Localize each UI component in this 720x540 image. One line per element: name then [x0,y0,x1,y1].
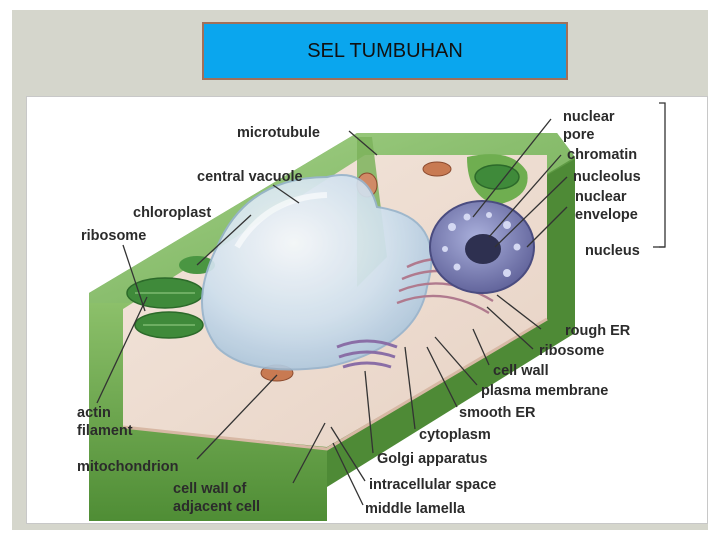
label-actin-line2: filament [77,423,133,439]
label-nuclear-envelope-line2: envelope [575,207,638,223]
nucleus-bracket [659,103,665,247]
label-mitochondrion: mitochondrion [77,459,179,475]
title-box: SEL TUMBUHAN [202,22,568,80]
label-golgi-apparatus: Golgi apparatus [377,451,487,467]
label-cytoplasm: cytoplasm [419,427,491,443]
label-nucleolus: nucleolus [573,169,641,185]
label-rough-er: rough ER [565,323,631,339]
plant-cell-illustration: microtubule central vacuole chloroplast … [27,97,708,524]
label-ribosome-left: ribosome [81,228,146,244]
label-microtubule: microtubule [237,125,320,141]
label-smooth-er: smooth ER [459,405,536,421]
label-actin-line1: actin [77,405,111,421]
label-nuclear-pore-line1: nuclear [563,109,615,125]
label-nucleus: nucleus [585,243,640,259]
label-nuclear-pore-line2: pore [563,127,594,143]
slide-title: SEL TUMBUHAN [307,40,463,63]
plant-cell-diagram: microtubule central vacuole chloroplast … [26,96,708,524]
label-intracellular-space: intracellular space [369,477,496,493]
label-ribosome-right: ribosome [539,343,604,359]
label-plasma-membrane: plasma membrane [481,383,608,399]
label-chloroplast: chloroplast [133,205,211,221]
label-central-vacuole: central vacuole [197,169,303,185]
label-chromatin: chromatin [567,147,637,163]
label-middle-lamella: middle lamella [365,501,466,517]
label-nuclear-envelope-line1: nuclear [575,189,627,205]
label-adjacent-line2: adjacent cell [173,499,260,515]
nucleus-body [430,201,534,293]
label-cell-wall: cell wall [493,363,549,379]
label-adjacent-line1: cell wall of [173,481,246,497]
